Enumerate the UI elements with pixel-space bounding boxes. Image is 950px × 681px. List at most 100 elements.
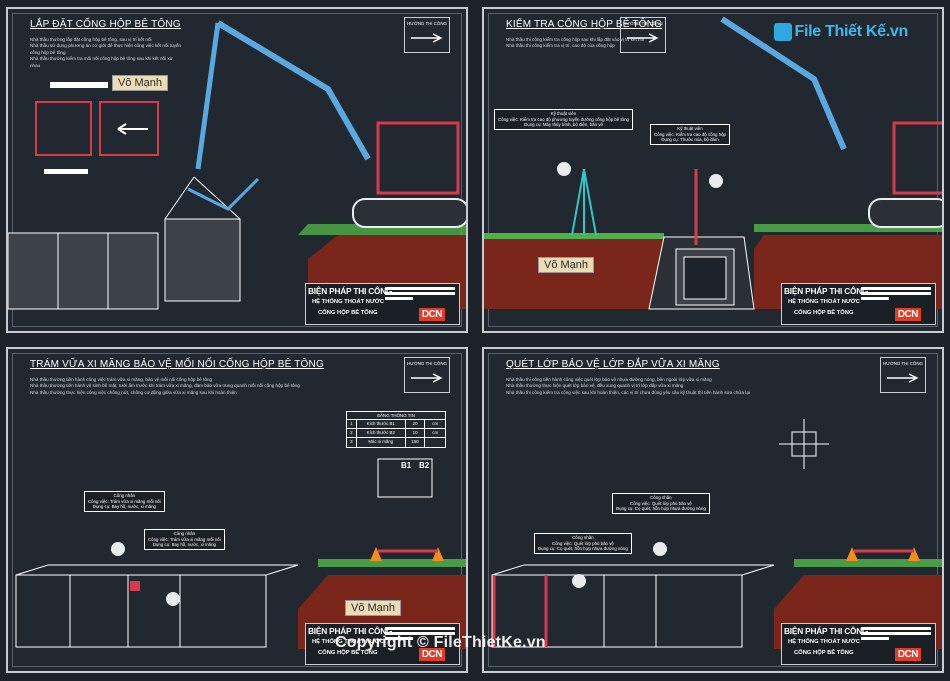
callout-line: Công nhân: [113, 493, 136, 498]
note-line: nhau: [30, 62, 41, 68]
table-row: 3 Mác xi măng 150: [347, 438, 445, 447]
table-cell: Kích thước B2: [357, 429, 406, 437]
callout-line: Dụng cụ: Máy thủy bình, bộ điện, bản vẽ: [524, 122, 603, 128]
dim-b2: B2: [419, 461, 430, 470]
arrow-right-icon: [411, 33, 443, 43]
dim-b1: B1: [401, 461, 412, 470]
callout-line: Công nhân: [650, 495, 672, 500]
note-line: Nhà thầu thi công kiểm tra vị trí, cao đ…: [506, 43, 615, 49]
title-line2: HỆ THỐNG THOÁT NƯỚC: [312, 639, 384, 645]
dcn-logo: DCN: [894, 648, 921, 661]
arrow-right-icon: [411, 373, 443, 383]
panel-title: LẮP ĐẶT CỐNG HỘP BÊ TÔNG: [30, 19, 181, 30]
arrow-right-icon: [887, 373, 919, 383]
direction-label: HƯỚNG THI CÔNG: [623, 21, 663, 26]
panel-notes: Nhà thầu thi công tiến hành công việc qu…: [506, 377, 750, 396]
note-line: Nhà thầu thường thực hiện quét lớp bảo v…: [506, 383, 684, 389]
panel-notes: Nhà thầu thường lắp đặt cống hộp bê tông…: [30, 37, 220, 69]
table-cell: Mác xi măng: [357, 438, 406, 447]
title-line2: HỆ THỐNG THOÁT NƯỚC: [788, 639, 860, 645]
title-line1: BIỆN PHÁP THI CÔNG: [308, 626, 393, 636]
watermark-name: Võ Mạnh: [345, 600, 402, 616]
direction-box: HƯỚNG THI CÔNG: [404, 17, 450, 53]
table-row: 1 Kích thước B1 20 cm: [347, 420, 445, 429]
panel-coating: QUÉT LỚP BẢO VỆ LỚP ĐẮP VỮA XI MĂNG Nhà …: [482, 347, 944, 673]
title-bars: [861, 627, 931, 642]
panel-title: TRÁM VỮA XI MĂNG BẢO VỆ MỐI NỐI CỐNG HỘP…: [30, 359, 324, 370]
table-cell: cm: [432, 421, 439, 426]
callout-line: Dụng cụ: Bay hồ, nước, xi măng: [152, 542, 216, 548]
panel-frame: [488, 353, 938, 667]
callout-surveyor: Kỹ thuật viên Công việc: Kiểm tra cao độ…: [494, 109, 633, 130]
table-cell: 2: [347, 429, 357, 437]
direction-box: HƯỚNG THI CÔNG: [880, 357, 926, 393]
note-line: Nhà thầu thường tiến hành công việc trám…: [30, 377, 213, 382]
arrow-right-icon: [627, 33, 659, 43]
panel-frame: [12, 353, 462, 667]
callout-line: Dụng cụ: Thước mia, bộ đàm: [661, 137, 719, 143]
callout-line: Công việc: Quét lớp phủ bảo vệ: [629, 500, 692, 506]
note-line: cống hộp bê tông: [30, 49, 66, 55]
panel-frame: [12, 13, 462, 327]
note-line: Nhà thầu thi công tiến hành công việc qu…: [506, 377, 712, 382]
callout-worker-1: Công nhân Công việc: Quét lớp phủ bảo vệ…: [534, 533, 632, 554]
table-cell: 150: [406, 438, 426, 447]
table-cell: cm: [432, 430, 439, 435]
title-line3: CỐNG HỘP BÊ TÔNG: [318, 310, 378, 316]
table-row: 2 Kích thước B2 10 cm: [347, 429, 445, 438]
direction-label: HƯỚNG THI CÔNG: [407, 21, 447, 26]
note-line: Nhà thầu thi công kiểm tra cống hộp sau …: [506, 37, 645, 42]
direction-box: HƯỚNG THI CÔNG: [404, 357, 450, 393]
site-logo: File Thiết Kế.vn: [773, 23, 909, 41]
callout-line: Kỹ thuật viên: [677, 126, 703, 131]
callout-line: Công việc: Kiểm tra cao độ phương tuyến …: [498, 116, 629, 122]
dcn-logo: DCN: [418, 308, 445, 321]
callout-worker-1: Công nhân Công việc: Trám vữa xi măng mố…: [84, 491, 165, 512]
callout-line: Công nhân: [572, 535, 594, 540]
table-cell: 10: [406, 429, 426, 437]
table-cell: 3: [347, 438, 357, 447]
panel-mortar: TRÁM VỮA XI MĂNG BẢO VỆ MỐI NỐI CỐNG HỘP…: [6, 347, 468, 673]
note-line: Nhà thầu thường lắp đặt cống hộp bê tông…: [30, 37, 152, 42]
callout-worker-2: Công nhân Công việc: Quét lớp phủ bảo vệ…: [612, 493, 710, 514]
title-bars: [385, 287, 455, 302]
title-block: BIỆN PHÁP THI CÔNG HỆ THỐNG THOÁT NƯỚC C…: [305, 283, 460, 325]
install-scene: [8, 20, 466, 310]
note-line: Nhà thầu thi công kiểm tra công việc sau…: [506, 389, 750, 395]
panel-title: QUÉT LỚP BẢO VỆ LỚP ĐẮP VỮA XI MĂNG: [506, 359, 720, 370]
title-line2: HỆ THỐNG THOÁT NƯỚC: [312, 299, 384, 305]
title-line1: BIỆN PHÁP THI CÔNG: [308, 286, 393, 296]
panel-install: LẮP ĐẶT CỐNG HỘP BÊ TÔNG Nhà thầu thường…: [6, 7, 468, 333]
title-line2: HỆ THỐNG THOÁT NƯỚC: [788, 299, 860, 305]
title-line3: CỐNG HỘP BÊ TÔNG: [318, 650, 378, 656]
table-cell: 1: [347, 420, 357, 428]
panel-title: KIỂM TRA CỐNG HỘP BÊ TÔNG: [506, 19, 663, 30]
callout-staff: Kỹ thuật viên Công việc: Kiểm tra cao độ…: [650, 124, 730, 145]
callout-line: Dụng cụ: Cọ quét, hỗn hợp nhựa đường nón…: [616, 506, 706, 512]
table-cell: 20: [406, 420, 426, 428]
dcn-logo: DCN: [418, 648, 445, 661]
site-logo-text: File Thiết Kế.vn: [794, 23, 909, 40]
panel-notes: Nhà thầu thi công kiểm tra cống hộp sau …: [506, 37, 696, 50]
note-line: Nhà thầu thường thực hiện công việc chốn…: [30, 389, 237, 395]
info-table: BẢNG THÔNG TIN 1 Kích thước B1 20 cm 2 K…: [346, 411, 446, 448]
panel-notes: Nhà thầu thường tiến hành công việc trám…: [30, 377, 300, 396]
title-bars: [385, 627, 455, 642]
title-line3: CỐNG HỘP BÊ TÔNG: [794, 650, 854, 656]
watermark-name: Võ Mạnh: [538, 257, 595, 273]
callout-line: Công việc: Kiểm tra cao độ cống hộp: [654, 131, 726, 137]
panel-inspect: KIỂM TRA CỐNG HỘP BÊ TÔNG Nhà thầu thi c…: [482, 7, 944, 333]
callout-line: Dụng cụ: Bay hồ, nước, xi măng: [92, 504, 156, 510]
site-logo-icon: [773, 23, 792, 41]
callout-worker-2: Công nhân Công việc: Trám vữa xi măng mố…: [144, 529, 225, 550]
callout-line: Công việc: Trám vữa xi măng mối nối: [148, 536, 221, 542]
table-cell: Kích thước B1: [357, 420, 406, 428]
callout-line: Kỹ thuật viên: [550, 111, 577, 116]
note-line: Nhà thầu thường kiểm tra mối nối cống hộ…: [30, 56, 173, 62]
callout-line: Dụng cụ: Cọ quét, hỗn hợp nhựa đường nón…: [538, 546, 628, 552]
note-line: Nhà thầu thường tiến hành vệ sinh bề mặt…: [30, 383, 300, 389]
callout-line: Công việc: Quét lớp phủ bảo vệ: [551, 540, 614, 546]
title-block: BIỆN PHÁP THI CÔNG HỆ THỐNG THOÁT NƯỚC C…: [781, 623, 936, 665]
watermark-name: Võ Mạnh: [112, 75, 169, 91]
table-cell: [425, 438, 445, 447]
